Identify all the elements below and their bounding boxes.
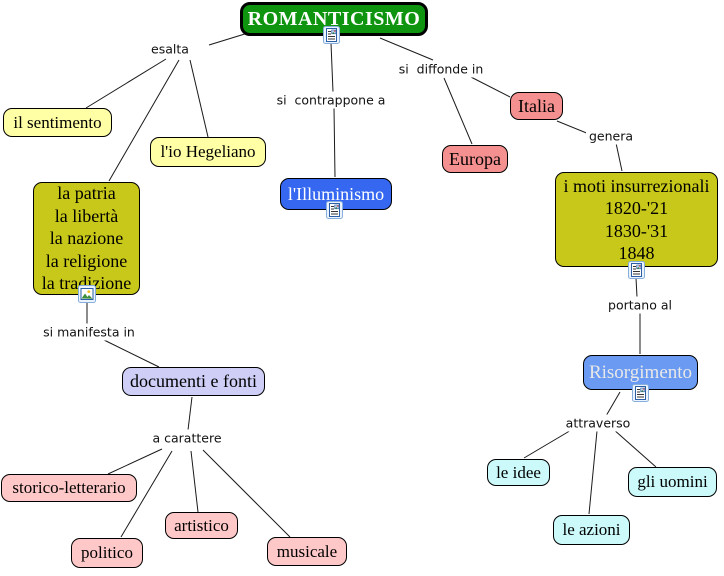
concept-node-romanticismo[interactable]: ROMANTICISMO (240, 2, 428, 36)
edge-line (556, 120, 590, 135)
edge-line (605, 391, 621, 417)
link-label-si-manifesta-in[interactable]: si manifesta in (40, 323, 138, 341)
edge-line (85, 58, 167, 109)
concept-node-le-idee[interactable]: le idee (487, 459, 550, 486)
link-label-si-contrappone-a[interactable]: si contrappone a (273, 91, 389, 109)
edge-line (588, 430, 598, 515)
document-resource-icon[interactable] (326, 201, 343, 219)
link-label-esalta[interactable]: esalta (148, 40, 192, 58)
edge-line (103, 339, 160, 368)
edge-line (466, 74, 511, 98)
concept-node-il-sentimento[interactable]: il sentimento (3, 108, 112, 137)
edge-line (330, 42, 334, 93)
edge-line (523, 428, 574, 459)
edge-line (635, 277, 638, 298)
concept-node-musicale[interactable]: musicale (267, 537, 347, 566)
link-label-attraverso[interactable]: attraverso (562, 414, 634, 432)
edge-line (333, 107, 336, 178)
concept-node-gli-uomini[interactable]: gli uomini (628, 467, 717, 497)
document-resource-icon[interactable] (628, 261, 645, 279)
edge-line (612, 428, 657, 468)
edge-line (187, 396, 193, 431)
concept-node-documenti-e-fonti[interactable]: documenti e fonti (122, 367, 265, 396)
link-label-genera[interactable]: genera (585, 127, 637, 145)
link-label-si-diffonde-in[interactable]: si diffonde in (395, 60, 487, 78)
link-label-a-carattere[interactable]: a carattere (149, 429, 225, 447)
edge-line (108, 59, 180, 182)
edge-line (107, 448, 163, 475)
picture-resource-icon[interactable] (78, 285, 96, 303)
edge-line (190, 450, 199, 513)
edge-line (615, 142, 623, 172)
concept-node-illuminismo[interactable]: l'Illuminismo (280, 178, 392, 210)
concept-node-le-azioni[interactable]: le azioni (553, 515, 630, 545)
document-resource-icon[interactable] (323, 26, 340, 44)
concept-node-lio-hegeliano[interactable]: l'io Hegeliano (150, 137, 266, 167)
edge-line (202, 449, 291, 538)
concept-node-europa[interactable]: Europa (442, 145, 508, 173)
edge-line (189, 59, 209, 138)
link-label-portano-al[interactable]: portano al (605, 296, 675, 314)
edge-line (120, 450, 173, 538)
edge-line (443, 77, 473, 145)
concept-node-italia[interactable]: Italia (510, 92, 563, 120)
document-resource-icon[interactable] (632, 384, 649, 402)
concept-node-i-moti-insurrezionali[interactable]: i moti insurrezionali 1820-'21 1830-'31 … (555, 172, 718, 267)
edge-line (208, 32, 249, 46)
concept-node-storico-letterario[interactable]: storico-letterario (1, 474, 137, 502)
concept-node-politico[interactable]: politico (71, 538, 143, 568)
concept-node-artistico[interactable]: artistico (165, 512, 238, 539)
concept-node-la-patria[interactable]: la patria la libertà la nazione la relig… (33, 182, 140, 295)
edge-line (379, 37, 434, 61)
